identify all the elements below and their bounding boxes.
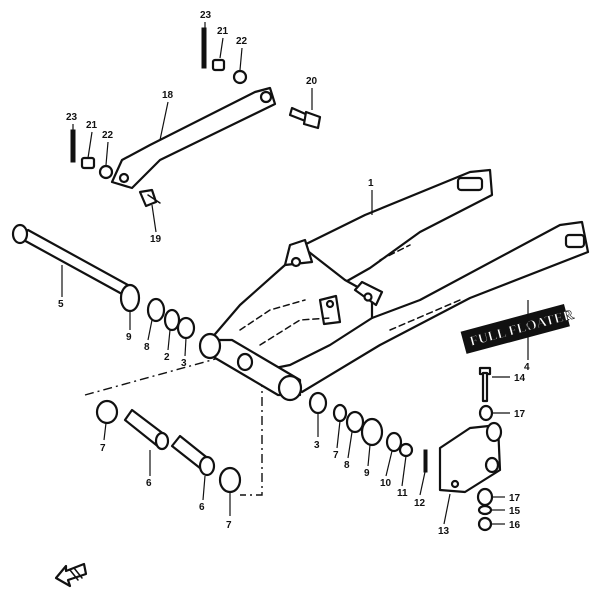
callout-11: 11: [397, 488, 408, 499]
callout-7-right: 7: [333, 450, 339, 461]
leader-lines: [61, 22, 529, 525]
callouts: 1 23 21 22 20 18 23 21 22 19 5 9 8 2 3 4…: [58, 10, 530, 537]
callout-8-right: 8: [344, 460, 350, 471]
pivot-shaft: [11, 223, 130, 296]
upper-bolt-set: [201, 27, 248, 85]
callout-20: 20: [306, 76, 318, 87]
collar-17a: [478, 404, 494, 422]
callout-18: 18: [162, 90, 174, 101]
left-washers: [119, 283, 196, 340]
axis-line-down: [240, 378, 263, 496]
callout-9-right: 9: [364, 468, 370, 479]
callout-2: 2: [164, 352, 170, 363]
callout-12: 12: [414, 498, 426, 509]
left-spacers: [95, 399, 242, 494]
cushion-rod: [110, 86, 277, 190]
callout-9-left: 9: [126, 332, 132, 343]
callout-21-top: 21: [217, 26, 229, 37]
callout-17-bottom: 17: [509, 493, 521, 504]
callout-23-top: 23: [200, 10, 212, 21]
callout-10: 10: [380, 478, 392, 489]
callout-3-right: 3: [314, 440, 320, 451]
axis-line-left: [84, 354, 231, 396]
callout-14: 14: [514, 373, 526, 384]
bolt-20: [288, 106, 322, 130]
bolt-19: [138, 188, 161, 208]
right-washers: [308, 391, 428, 473]
nut-16: [477, 516, 493, 532]
swingarm: [198, 168, 590, 402]
callout-13: 13: [438, 526, 450, 537]
callout-8-left: 8: [144, 342, 150, 353]
callout-3-left: 3: [181, 358, 187, 369]
callout-23-left: 23: [66, 112, 78, 123]
bolt-14: [478, 366, 492, 403]
callout-22-left: 22: [102, 130, 114, 141]
callout-21-left: 21: [86, 120, 98, 131]
callout-17-top: 17: [514, 409, 526, 420]
callout-4: 4: [524, 362, 530, 373]
callout-6-right: 6: [199, 502, 205, 513]
callout-6-left: 6: [146, 478, 152, 489]
front-arrow-icon: [54, 562, 88, 588]
washer-15: [477, 504, 493, 516]
callout-22-top: 22: [236, 36, 248, 47]
callout-19: 19: [150, 234, 162, 245]
callout-1: 1: [368, 178, 374, 189]
callout-16: 16: [509, 520, 521, 531]
callout-15: 15: [509, 506, 521, 517]
callout-5: 5: [58, 299, 64, 310]
callout-7-bottom: 7: [226, 520, 232, 531]
callout-7-left: 7: [100, 443, 106, 454]
collar-17b: [476, 487, 494, 507]
torque-link: [438, 421, 503, 494]
full-floater-decal: FULL FLOATER: [460, 304, 576, 354]
